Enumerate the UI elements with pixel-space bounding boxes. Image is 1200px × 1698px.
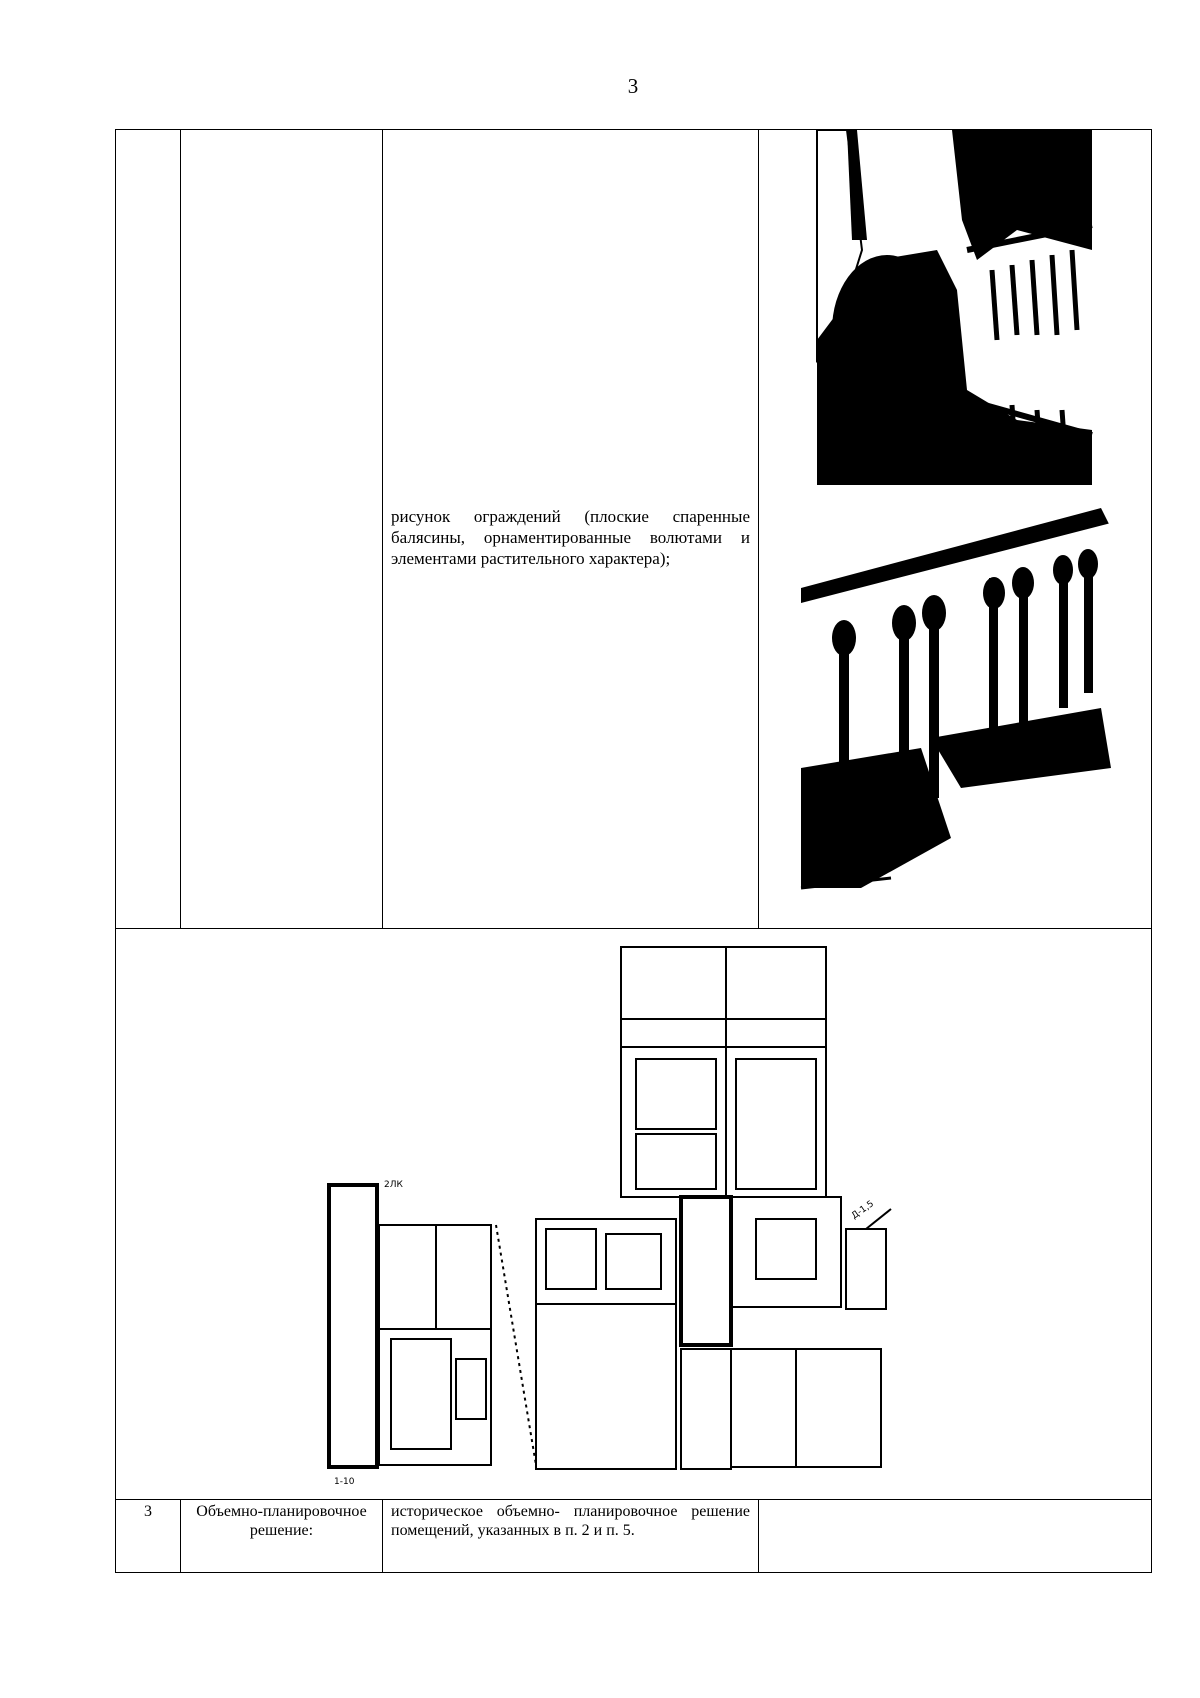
table-row: рисунок ограждений (плоские спаренные ба… <box>115 129 1152 929</box>
row3-value: историческое объемно- планировочное реше… <box>382 1499 759 1573</box>
table-row: 2ЛК 1-10 Д-1,5 <box>115 928 1152 1500</box>
page-number: 3 <box>627 74 639 98</box>
railing-description: рисунок ограждений (плоские спаренные ба… <box>391 507 750 568</box>
floor-plan-cell: 2ЛК 1-10 Д-1,5 <box>115 928 1152 1500</box>
staircase-railing-photo <box>759 130 1149 500</box>
table-row: 3 Объемно-планировочное решение: историч… <box>115 1499 1152 1573</box>
cell-num-empty <box>115 129 181 929</box>
row3-number: 3 <box>115 1499 181 1573</box>
cell-photos <box>758 129 1152 929</box>
protection-subject-table: рисунок ограждений (плоские спаренные ба… <box>115 129 1152 1573</box>
plan-label-corner: Д-1,5 <box>850 1199 876 1221</box>
balusters-closeup-photo <box>759 508 1149 928</box>
row3-name: Объемно-планировочное решение: <box>180 1499 383 1573</box>
cell-description: рисунок ограждений (плоские спаренные ба… <box>382 129 759 929</box>
cell-name-empty <box>180 129 383 929</box>
plan-label-top-left: 2ЛК <box>384 1180 403 1190</box>
floor-plan-drawing: 2ЛК 1-10 Д-1,5 <box>327 946 892 1487</box>
row3-photo-empty <box>758 1499 1152 1573</box>
plan-label-bottom-left: 1-10 <box>334 1477 355 1487</box>
